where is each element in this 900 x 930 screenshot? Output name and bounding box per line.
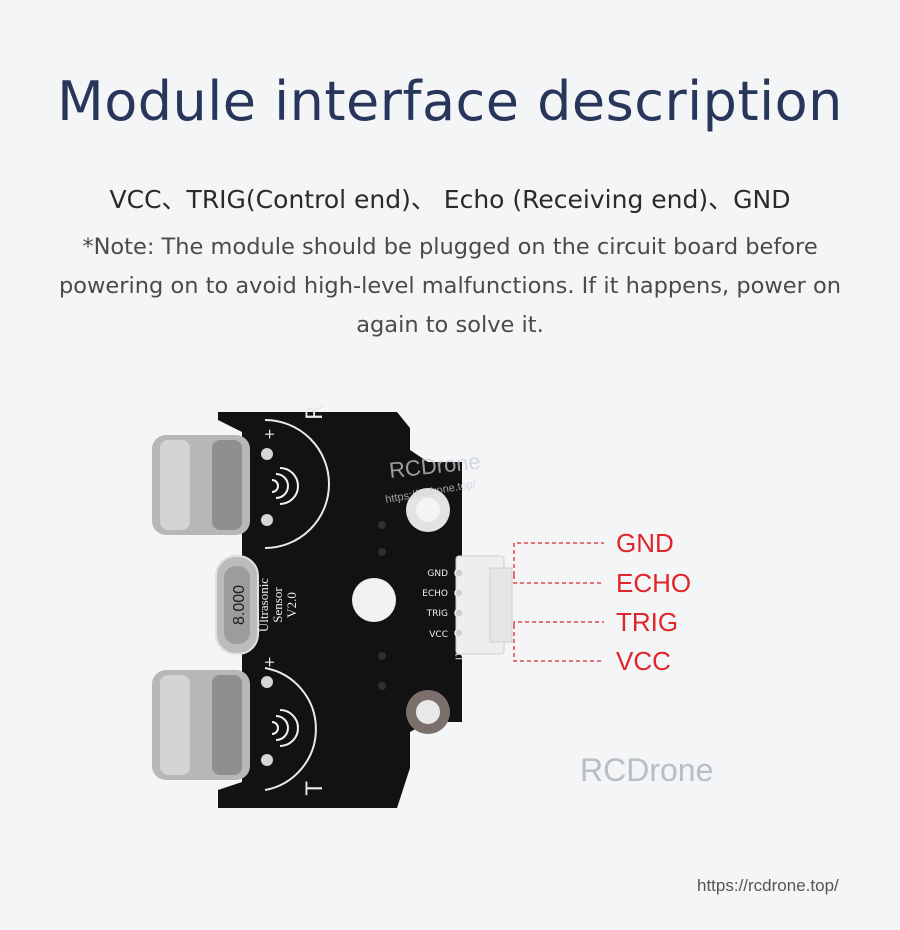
center-watermark: RCDrone: [580, 752, 714, 788]
receiver-outline: [264, 419, 330, 549]
silk-gnd: GND: [427, 569, 448, 579]
pin-gnd: [454, 568, 464, 578]
pin-vcc: [454, 628, 464, 638]
pin-trig: [454, 608, 464, 618]
leader-echo: [513, 575, 604, 584]
label-echo: ECHO: [616, 568, 692, 598]
label-gnd: GND: [616, 528, 674, 558]
mounting-hole-top: [406, 488, 450, 532]
pin-summary: VCC、TRIG(Control end)、 Echo (Receiving e…: [109, 185, 791, 214]
model-line-1: Ultrasonic: [256, 578, 271, 632]
note-text: *Note: The module should be plugged on t…: [58, 234, 842, 338]
leader-vcc: [513, 625, 604, 662]
transmitter-outline: [264, 667, 317, 791]
plus-mark-receiver: +: [262, 428, 278, 440]
connector-ref: J1: [455, 652, 465, 661]
label-trig: TRIG: [616, 607, 679, 637]
crystal-value: 8.000: [231, 585, 248, 625]
silk-trig: TRIG: [426, 609, 448, 619]
model-line-3: V2.0: [284, 592, 299, 618]
transmitter-transducer: [152, 670, 250, 780]
center-hole: [352, 578, 396, 622]
corner-watermark-url: https://rcdrone.top/: [697, 876, 839, 895]
pin-echo: [454, 588, 464, 598]
crystal-oscillator: 8.000: [215, 555, 259, 655]
page-title: Module interface description: [57, 70, 843, 133]
model-line-2: Sensor: [270, 587, 285, 623]
transmitter-mark: T: [303, 781, 328, 796]
silk-echo: ECHO: [422, 589, 448, 599]
transmit-wave-icon: [271, 709, 299, 747]
receiver-transducer: [152, 435, 250, 535]
silk-vcc: VCC: [429, 630, 448, 640]
receive-wave-icon: [271, 467, 299, 505]
receiver-mark: R: [303, 405, 328, 420]
pcb-board: [218, 412, 462, 808]
label-vcc: VCC: [616, 646, 671, 676]
leader-gnd: [513, 542, 604, 575]
plus-mark-transmitter: +: [262, 656, 278, 668]
leader-trig: [513, 621, 604, 625]
mounting-hole-bottom: [406, 690, 450, 734]
